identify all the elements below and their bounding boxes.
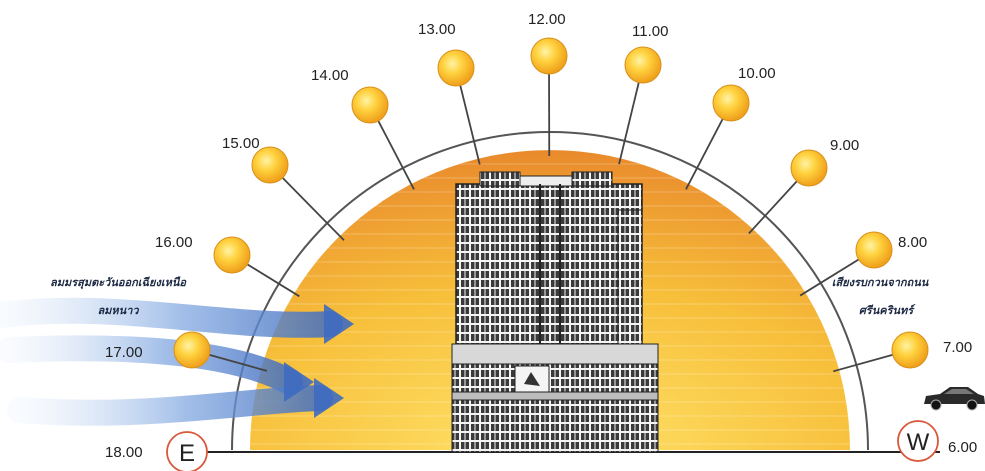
east-letter: E — [179, 440, 195, 467]
monsoon-note-line2: ลมหนาว — [97, 304, 139, 317]
time-label-14: 14.00 — [311, 67, 349, 84]
sun-icon — [251, 146, 289, 184]
wind-arrow-icon — [0, 297, 343, 338]
road-noise-note-line1: เสียงรบกวนจากถนน — [832, 276, 929, 289]
car-icon — [924, 387, 985, 411]
time-label-12: 12.00 — [528, 11, 566, 28]
sun-icon — [624, 46, 662, 84]
time-label-17: 17.00 — [105, 344, 143, 361]
west-letter: W — [907, 429, 930, 456]
sun-icon — [855, 231, 893, 269]
time-label-8: 8.00 — [898, 234, 927, 251]
sun-icon — [530, 37, 568, 75]
monsoon-note-line1: ลมมรสุมตะวันออกเฉียงเหนือ — [50, 276, 187, 290]
wind-arrow-icon — [7, 385, 333, 426]
wind-arrow-head — [284, 362, 314, 402]
sun-icon — [712, 84, 750, 122]
sun-hour-labels: 18.00 17.00 16.00 15.00 14.00 13.00 12.0… — [105, 11, 977, 461]
sun-icon — [891, 331, 929, 369]
time-label-7: 7.00 — [943, 339, 972, 356]
sun-icon — [351, 86, 389, 124]
time-label-15: 15.00 — [222, 135, 260, 152]
wind-arrow-head — [314, 378, 344, 418]
sun-icon — [437, 49, 475, 87]
sun-icon — [173, 331, 211, 369]
time-label-16: 16.00 — [155, 234, 193, 251]
wind-arrow-head — [324, 304, 354, 344]
east-compass-marker: E — [166, 431, 208, 471]
time-label-13: 13.00 — [418, 21, 456, 38]
time-label-10: 10.00 — [738, 65, 776, 82]
sun-markers — [173, 37, 929, 373]
sun-icon — [790, 149, 828, 187]
road-noise-note-line2: ศรีนครินทร์ — [859, 304, 916, 317]
time-label-6: 6.00 — [948, 439, 977, 456]
sun-icon — [213, 236, 251, 274]
time-label-18: 18.00 — [105, 444, 143, 461]
west-compass-marker: W — [897, 420, 939, 462]
building-icon — [451, 171, 659, 453]
time-label-11: 11.00 — [632, 23, 668, 40]
northeast-monsoon-wind-arrows — [0, 297, 354, 426]
time-label-9: 9.00 — [830, 137, 859, 154]
